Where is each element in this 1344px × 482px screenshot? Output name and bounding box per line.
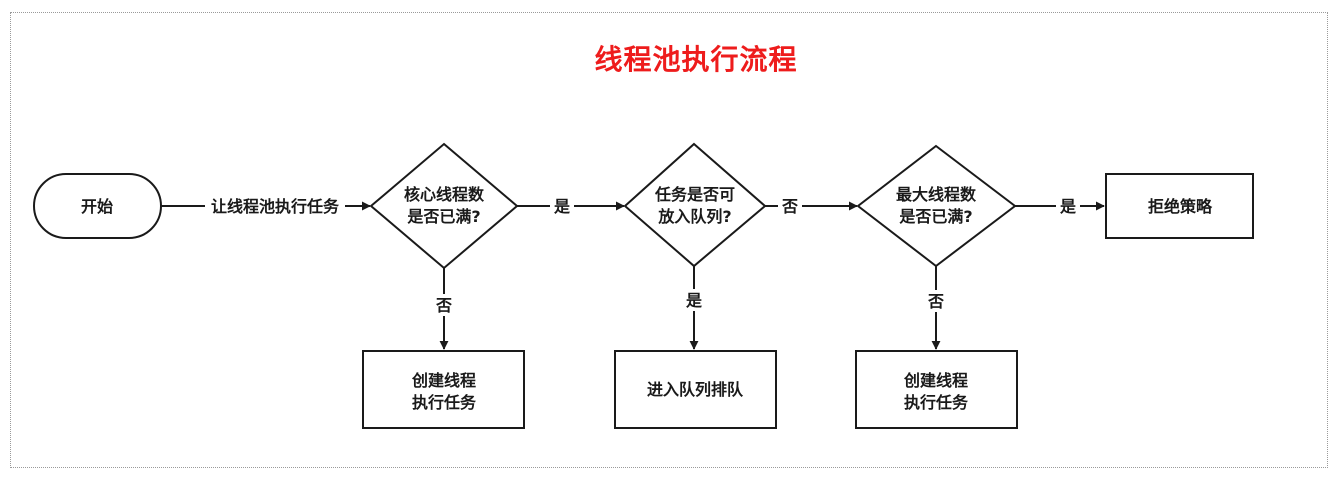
node-start — [33, 173, 162, 239]
node-enqueue — [614, 350, 777, 429]
edge-label-bg — [924, 290, 948, 312]
node-core-check — [369, 142, 519, 270]
edge-label-bg — [682, 289, 706, 311]
edge-label-bg — [205, 194, 345, 218]
node-queue-check-line1: 任务是否可 — [654, 185, 735, 204]
node-queue-check-line2: 放入队列? — [657, 207, 731, 226]
node-create-core-line1: 创建线程 — [411, 371, 476, 390]
diagram-title: 线程池执行流程 — [594, 43, 798, 76]
diagram-frame — [10, 12, 1328, 468]
edge-label-max-no: 否 — [927, 292, 944, 311]
edge-label-core-no: 否 — [435, 296, 452, 315]
node-reject-label: 拒绝策略 — [1148, 197, 1213, 216]
edge-label-bg — [1056, 195, 1080, 217]
node-start-label: 开始 — [81, 197, 113, 216]
edge-label-core-yes: 是 — [553, 197, 570, 216]
edge-label-start-to-core: 让线程池执行任务 — [211, 197, 340, 216]
node-create-max — [855, 350, 1018, 429]
node-max-check-line2: 是否已满? — [898, 207, 972, 226]
edge-label-bg — [550, 195, 574, 217]
node-create-max-line1: 创建线程 — [903, 371, 968, 390]
node-create-max-line2: 执行任务 — [904, 393, 969, 412]
edge-label-queue-yes: 是 — [685, 291, 702, 310]
node-enqueue-label: 进入队列排队 — [647, 380, 744, 399]
node-queue-check — [623, 142, 767, 268]
node-max-check-line1: 最大线程数 — [896, 185, 977, 204]
edge-label-bg — [432, 294, 456, 316]
node-core-check-line1: 核心线程数 — [404, 185, 485, 204]
edge-label-bg — [778, 195, 802, 217]
node-max-check — [856, 144, 1017, 268]
node-create-core-line2: 执行任务 — [412, 393, 477, 412]
edge-label-queue-no: 否 — [781, 197, 798, 216]
node-reject — [1105, 173, 1254, 239]
edge-label-max-yes: 是 — [1059, 197, 1076, 216]
node-core-check-line2: 是否已满? — [406, 207, 480, 226]
node-create-core — [362, 350, 525, 429]
